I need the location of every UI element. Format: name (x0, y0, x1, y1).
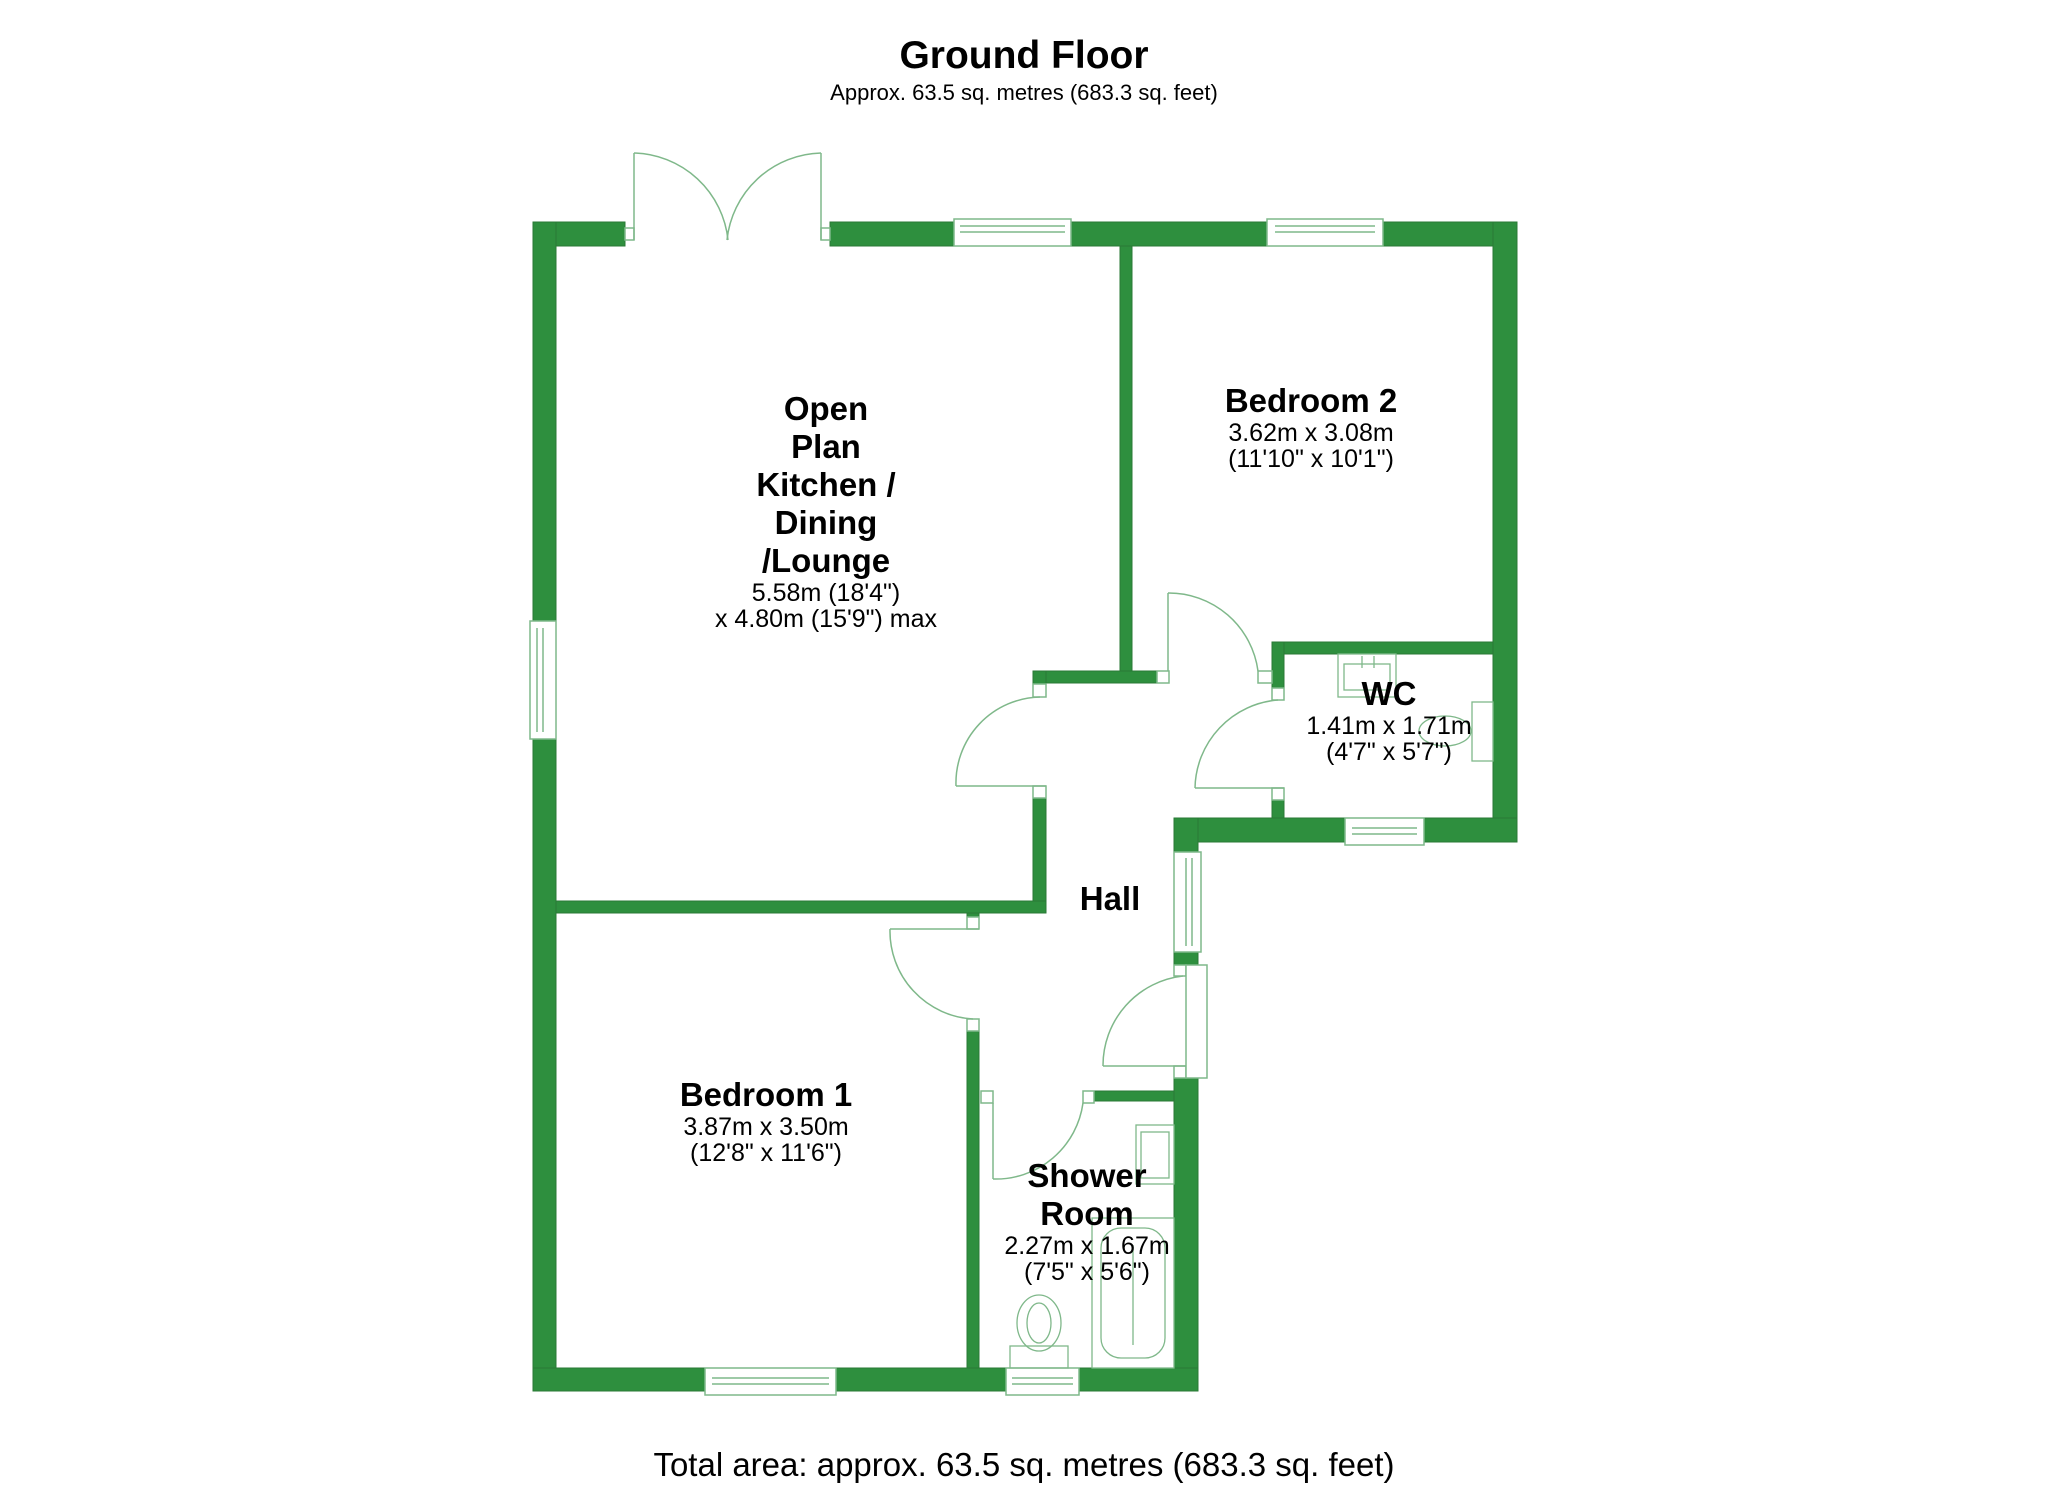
wall-hall-east-top (1173, 817, 1199, 853)
door-bedroom2 (1156, 592, 1273, 684)
wall-bedroom2-west (1119, 245, 1133, 684)
wall-wc-bottom-left (1173, 817, 1346, 843)
window-top-bedroom2 (1266, 218, 1384, 247)
wall-shower-top (1093, 1090, 1175, 1102)
door-wc (1194, 687, 1285, 801)
room-bedroom-1: Bedroom 1 3.87m x 3.50m (12'8" x 11'6") (680, 1076, 852, 1166)
room-open-plan-kitchen-dining-lounge: Open Plan Kitchen / Dining /Lounge 5.58m… (715, 390, 937, 632)
window-left-kitchen (529, 620, 557, 740)
shower-toilet (1009, 1294, 1069, 1369)
wall-wc-west-lower (1271, 799, 1285, 819)
wall-kitchen-east-upper (1032, 670, 1047, 685)
window-bedroom1 (704, 1367, 837, 1396)
door-kitchen (955, 683, 1047, 799)
room-shower-room: Shower Room 2.27m x 1.67m (7'5" x 5'6") (1004, 1157, 1169, 1285)
room-name: Open Plan Kitchen / Dining /Lounge (756, 390, 896, 579)
room-dimensions: 5.58m (18'4") x 4.80m (15'9") max (714, 579, 938, 633)
room-name: WC (1361, 675, 1417, 712)
wall-left-upper (532, 221, 557, 622)
walls (532, 221, 1518, 1392)
room-name: Hall (1079, 880, 1141, 917)
room-dimensions: 3.62m x 3.08m (11'10" x 10'1") (1228, 419, 1394, 473)
door-bedroom1 (889, 916, 980, 1032)
wall-bottom-2 (835, 1367, 1007, 1392)
wall-top-mid2 (1070, 221, 1268, 247)
wall-kitchen-east-lower (1032, 797, 1047, 914)
room-dimensions: 1.41m x 1.71m (4'7" x 5'7") (1306, 712, 1472, 766)
floor-area-subtitle: Approx. 63.5 sq. metres (683.3 sq. feet) (830, 80, 1218, 105)
shower-basin (1135, 1124, 1175, 1185)
window-hall-east (1173, 851, 1202, 953)
wall-wc-bottom-right (1423, 817, 1518, 843)
doors (624, 152, 1285, 1180)
room-dimensions: 3.87m x 3.50m (12'8" x 11'6") (683, 1113, 849, 1167)
window-wc (1344, 817, 1425, 846)
room-name: Bedroom 2 (1224, 382, 1398, 419)
wall-wc-top (1271, 641, 1494, 655)
wc-toilet (1418, 701, 1494, 762)
door-shower (980, 1090, 1095, 1180)
front-door (1102, 964, 1208, 1079)
room-name: Shower Room (1027, 1157, 1147, 1232)
windows (529, 218, 1425, 1396)
wall-wc-west-upper (1271, 641, 1285, 689)
room-name: Bedroom 1 (679, 1076, 853, 1113)
wall-bottom-3 (1078, 1367, 1199, 1392)
wall-top-mid (829, 221, 955, 247)
wall-left-lower (532, 738, 557, 1392)
room-dimensions: 2.27m x 1.67m (7'5" x 5'6") (1004, 1232, 1170, 1286)
wall-kitchen-south (555, 900, 1047, 914)
shower-tray (1091, 1217, 1175, 1369)
window-shower (1005, 1367, 1080, 1396)
wall-hall-east-lower (1173, 1077, 1199, 1392)
wall-bottom-1 (532, 1367, 706, 1392)
wc-basin (1337, 653, 1397, 698)
room-hall: Hall (1080, 880, 1141, 918)
floor-title: Ground Floor (899, 34, 1149, 77)
french-doors (624, 152, 831, 241)
room-bedroom-2: Bedroom 2 3.62m x 3.08m (11'10" x 10'1") (1225, 382, 1397, 472)
window-top-kitchen (953, 218, 1072, 247)
wall-stub-hall-top (1032, 670, 1158, 684)
total-area-footer: Total area: approx. 63.5 sq. metres (683… (653, 1446, 1395, 1483)
wall-bedroom1-east (966, 1030, 980, 1369)
wall-hall-east-mid (1173, 951, 1199, 966)
room-wc: WC 1.41m x 1.71m (4'7" x 5'7") (1306, 675, 1471, 765)
fixtures (1009, 653, 1494, 1369)
wall-right (1492, 221, 1518, 843)
